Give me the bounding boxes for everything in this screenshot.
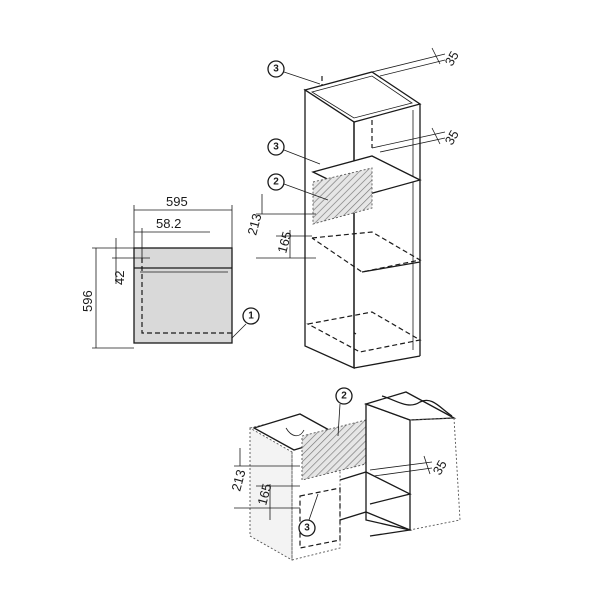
ventilation-niche-hatched xyxy=(312,167,373,225)
vent-dim-bottom-line xyxy=(369,461,433,471)
worktop-cutout xyxy=(285,427,305,437)
callout-3c-label: 3 xyxy=(304,523,310,534)
vent-dim-bottom-tick xyxy=(423,455,431,475)
lower-shelf-dashed xyxy=(306,311,422,353)
cabinet-top-inner xyxy=(311,75,413,119)
base-shelf-lower xyxy=(339,511,413,537)
cabinet-bottom-edge xyxy=(353,355,421,369)
vent-dim-mid-tick xyxy=(431,127,441,145)
callout-2a-label: 2 xyxy=(273,177,279,188)
vent-dim-mid-line2 xyxy=(379,137,446,153)
callout-2b-leader xyxy=(337,403,341,437)
dim-label-58-2: 58.2 xyxy=(156,216,181,231)
dim-label-42: 42 xyxy=(112,271,127,285)
callout-2a-circle xyxy=(267,173,285,191)
callout-3a-circle xyxy=(267,60,285,78)
vent-dim-bottom-line2 xyxy=(373,467,433,477)
callout-3c-leader xyxy=(308,493,319,521)
dim-label-595: 595 xyxy=(166,194,188,209)
vent-dim-top-tick xyxy=(431,47,441,65)
callout-3b-label: 3 xyxy=(273,142,279,153)
middle-shelf-dashed xyxy=(311,231,422,273)
vent-label-bottom: 35 xyxy=(430,457,450,477)
oven-body xyxy=(133,247,233,344)
worktop-wave-right xyxy=(381,395,453,417)
callout-3c-circle xyxy=(298,519,316,537)
base-cabinet-view: 35 2 3 213 165 xyxy=(228,387,461,561)
tall-cabinet-view: 35 35 3 3 2 213 165 xyxy=(244,47,462,370)
callout-1-label: 1 xyxy=(248,311,254,322)
left-cabinet-front-dotted xyxy=(291,440,341,561)
callout-3b-leader xyxy=(283,149,321,165)
vent-dim-top-line xyxy=(371,53,446,73)
right-unit-front xyxy=(365,403,411,531)
dim-label-213-top: 213 xyxy=(244,212,264,237)
dim-label-165-bottom: 165 xyxy=(254,482,274,507)
callout-3a-leader xyxy=(283,71,321,85)
callout-2a-leader xyxy=(283,183,329,201)
vent-dim-mid-line xyxy=(371,131,446,149)
appliance-hidden-outline xyxy=(141,258,232,334)
vent-dim-top-line2 xyxy=(379,59,446,77)
callout-1-circle xyxy=(242,307,260,325)
callout-1-leader xyxy=(231,323,247,339)
callout-2b-circle xyxy=(335,387,353,405)
dim-label-213-bottom: 213 xyxy=(228,468,248,493)
base-shelf-upper xyxy=(339,471,412,505)
dim-label-165-top: 165 xyxy=(274,230,294,255)
vent-label-mid: 35 xyxy=(442,127,462,147)
callout-2b-label: 2 xyxy=(341,391,347,402)
callout-3a-label: 3 xyxy=(273,64,279,75)
base-hidden-appliance xyxy=(299,487,341,549)
vent-label-top: 35 xyxy=(442,48,462,68)
callout-3b-circle xyxy=(267,138,285,156)
oven-front-view: 595 58.2 596 42 1 xyxy=(80,194,260,349)
dim-label-596: 596 xyxy=(80,290,95,312)
middle-shelf-front xyxy=(361,261,421,273)
